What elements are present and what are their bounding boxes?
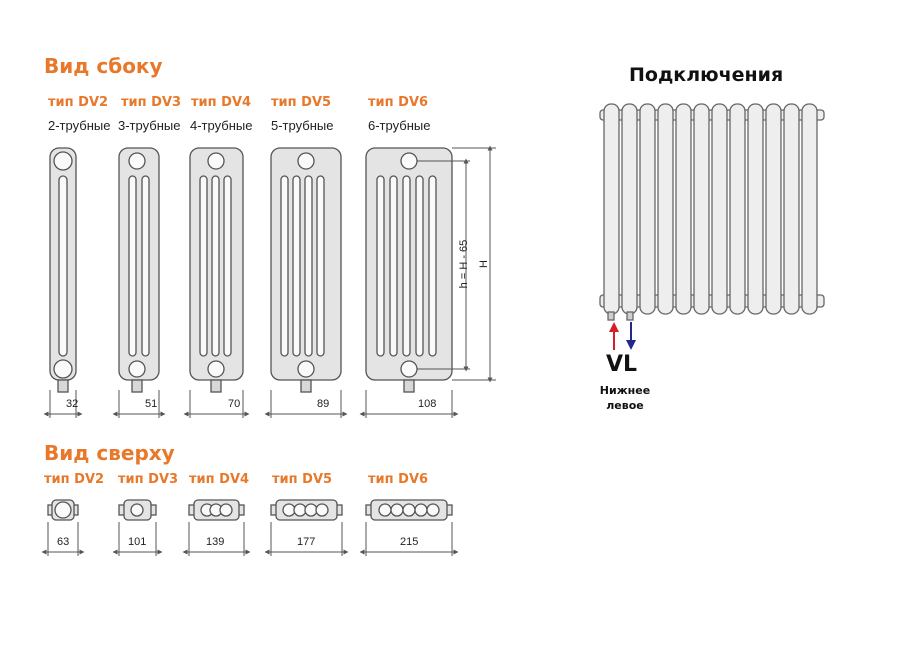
height-label-outer: H [478, 260, 490, 268]
side-section-dv2 [49, 147, 77, 393]
connection-description: Нижнее левое [590, 383, 660, 413]
connections-title: Подключения [629, 64, 784, 86]
top-width-dv5: 177 [297, 536, 316, 548]
side-depth-dv5: 89 [317, 398, 330, 410]
top-view-title: Вид сверху [44, 441, 175, 465]
side-tubes-dv2: 2-трубные [48, 118, 111, 133]
side-section-dv4 [189, 147, 244, 393]
inlet-arrow-icon [609, 322, 619, 350]
side-section-dv3 [118, 147, 160, 393]
connection-description-line1: Нижнее [599, 384, 651, 397]
top-type-dv2: тип DV2 [44, 472, 105, 487]
side-type-dv4: тип DV4 [191, 95, 252, 110]
side-section-dv6 [365, 147, 453, 393]
side-view-title: Вид сбоку [44, 54, 163, 78]
top-section-dv3 [118, 499, 157, 521]
top-width-dv3: 101 [128, 536, 147, 548]
side-depth-dv3: 51 [145, 398, 158, 410]
top-section-dv5 [270, 499, 343, 521]
top-width-dv6: 215 [400, 536, 419, 548]
side-depth-dv6: 108 [418, 398, 437, 410]
top-width-dv4: 139 [206, 536, 225, 548]
radiator-front-view [599, 103, 825, 321]
side-depth-dv2: 32 [66, 398, 79, 410]
side-type-dv5: тип DV5 [271, 95, 332, 110]
top-width-dv2: 63 [57, 536, 70, 548]
connection-description-line2: левое [606, 399, 644, 412]
side-tubes-dv5: 5-трубные [271, 118, 334, 133]
side-section-dv5 [270, 147, 342, 393]
side-depth-dv4: 70 [228, 398, 241, 410]
side-tubes-dv4: 4-трубные [190, 118, 253, 133]
height-label-inner: h = H - 65 [458, 239, 470, 289]
connection-code: VL [606, 352, 638, 377]
top-section-dv4 [188, 499, 245, 521]
top-type-dv5: тип DV5 [272, 472, 333, 487]
top-type-dv4: тип DV4 [189, 472, 250, 487]
side-tubes-dv6: 6-трубные [368, 118, 431, 133]
top-type-dv3: тип DV3 [118, 472, 179, 487]
side-type-dv3: тип DV3 [121, 95, 182, 110]
side-type-dv2: тип DV2 [48, 95, 109, 110]
top-section-dv6 [365, 499, 453, 521]
top-section-dv2 [47, 499, 79, 521]
outlet-arrow-icon [626, 322, 636, 350]
side-tubes-dv3: 3-трубные [118, 118, 181, 133]
side-type-dv6: тип DV6 [368, 95, 429, 110]
top-type-dv6: тип DV6 [368, 472, 429, 487]
